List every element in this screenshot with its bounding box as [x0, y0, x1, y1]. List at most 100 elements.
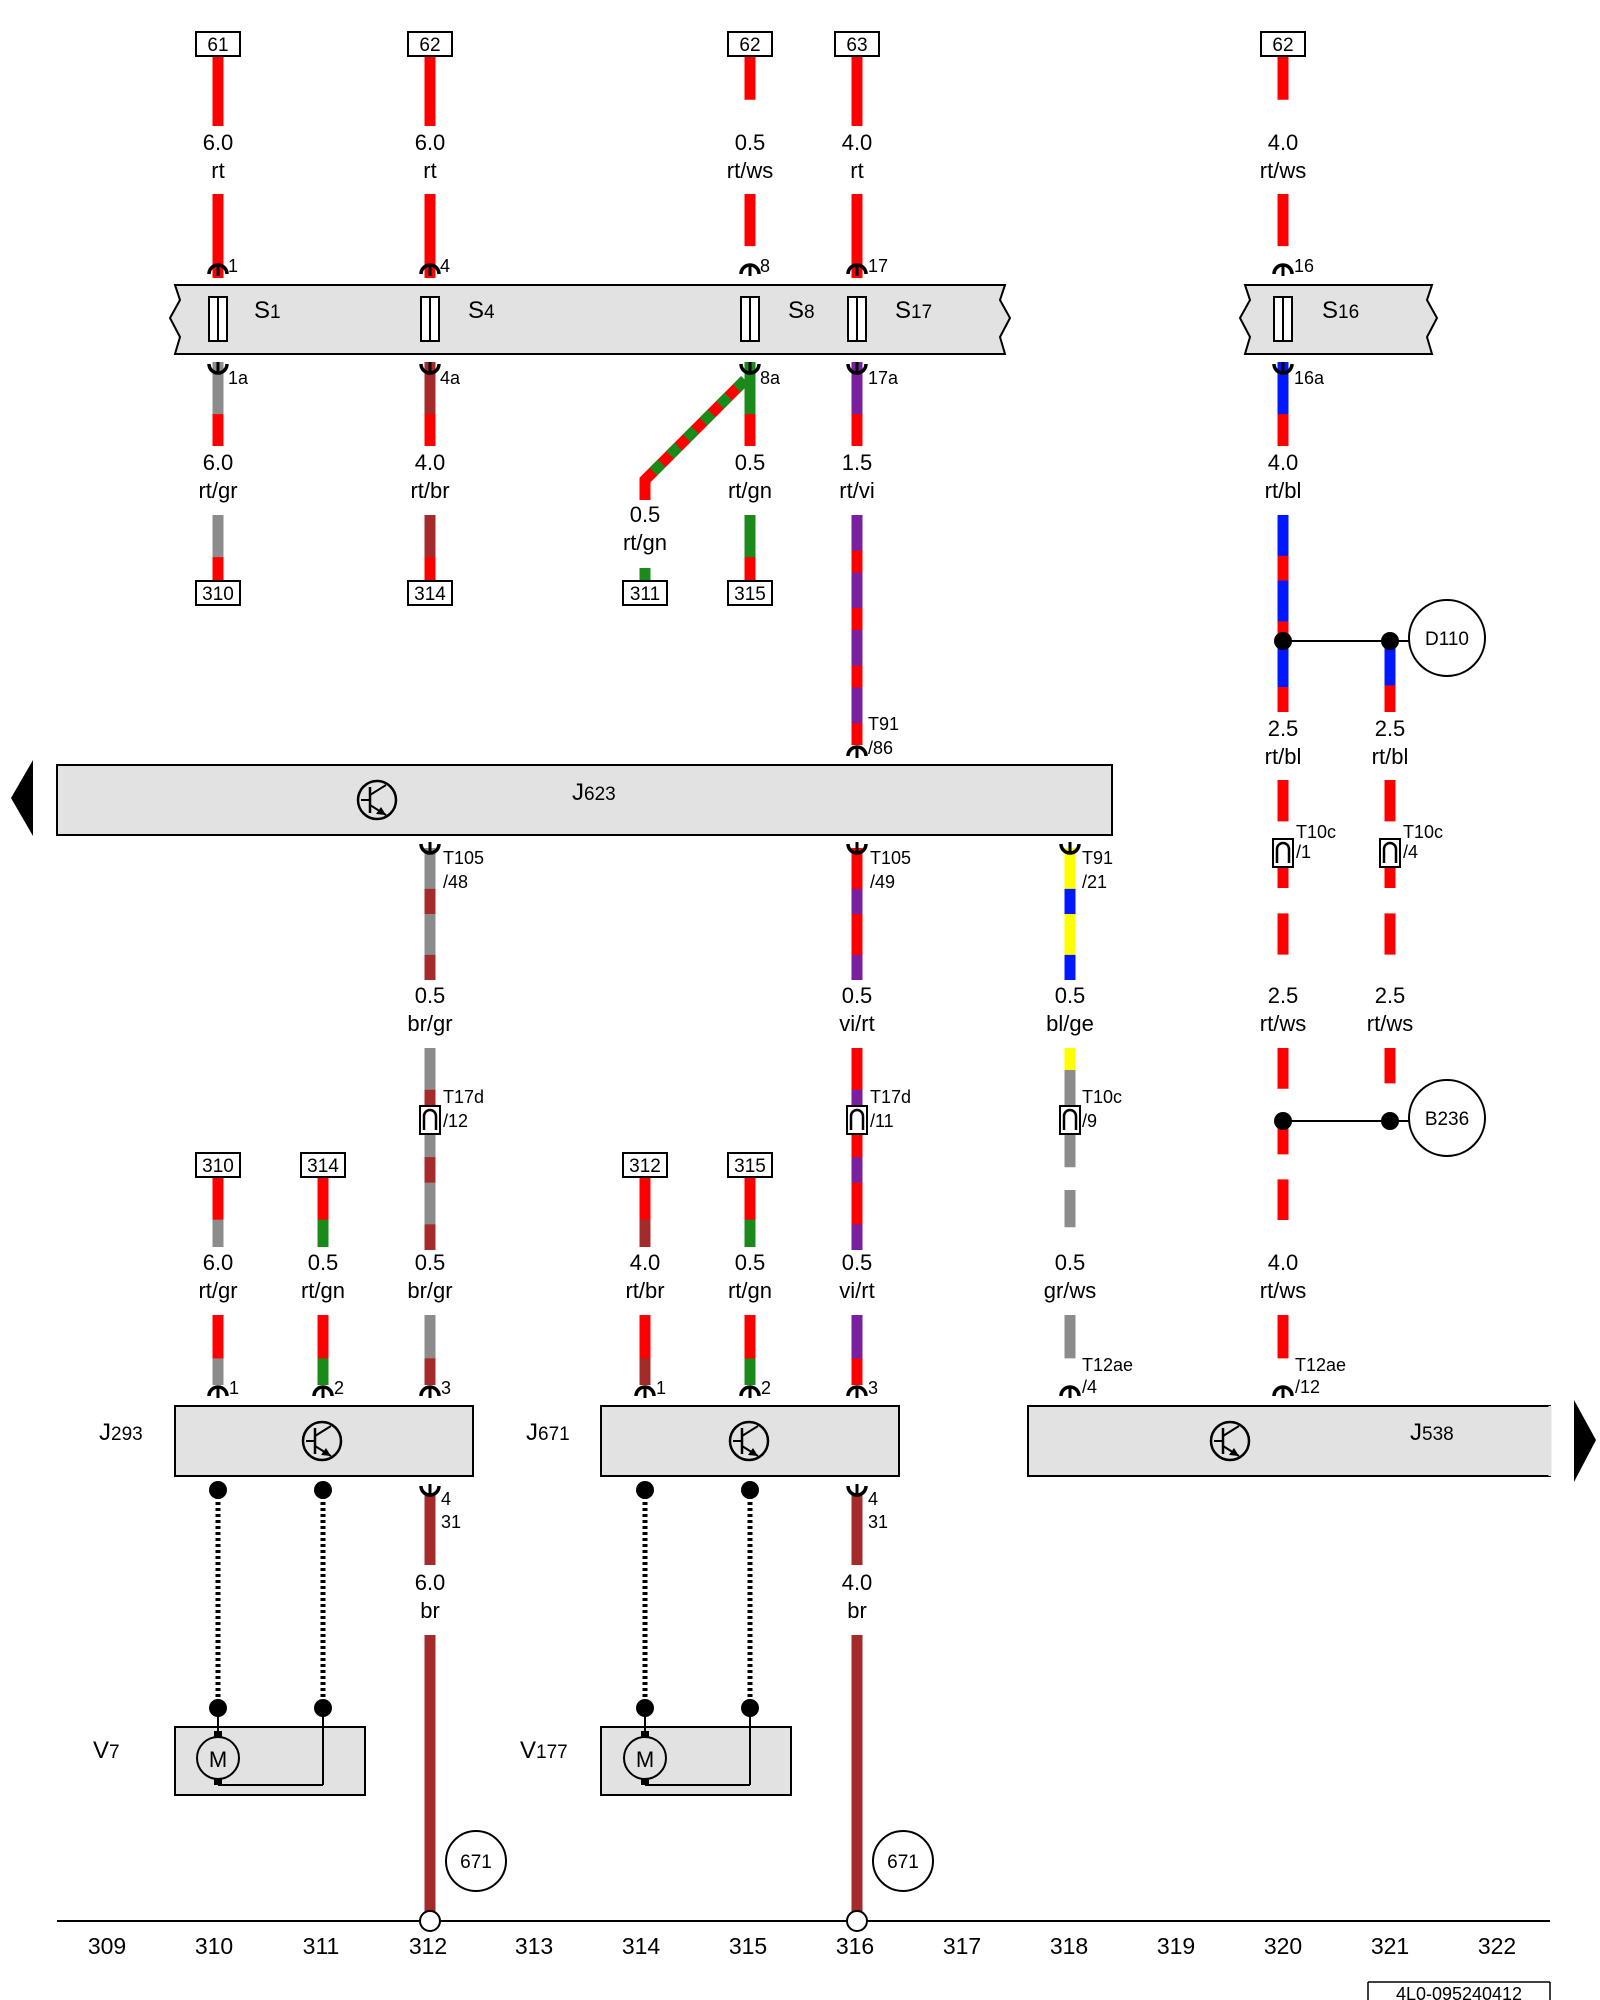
- symbols-layer: [195, 31, 1486, 1892]
- end-reference-box: [727, 580, 773, 606]
- fuse-carrier-left: [168, 284, 1012, 355]
- pin-label: 4: [868, 1489, 878, 1509]
- fuse-name: S8: [788, 297, 815, 324]
- wire-color-label: rt/ws: [1367, 1011, 1413, 1036]
- wire-size-label: 0.5: [735, 1250, 766, 1275]
- pin-label: T105: [870, 848, 911, 868]
- splice-ref-b236-circle: [1408, 1079, 1486, 1157]
- control-unit-icon-arrow: [748, 1448, 758, 1456]
- wire-stripe: [682, 426, 699, 443]
- wire-size-label: 0.5: [842, 1250, 873, 1275]
- column-number: 314: [622, 1933, 661, 1959]
- connector-pin-icon: [1062, 1108, 1078, 1130]
- splice-point: [1381, 1112, 1399, 1130]
- pin-label: /4: [1403, 842, 1418, 862]
- pin-label: 1: [656, 1378, 666, 1398]
- wire-stripe: [666, 442, 683, 459]
- wire-color-label: rt/gr: [198, 478, 237, 503]
- connector-pin-icon: [1275, 841, 1291, 863]
- column-number: 317: [943, 1933, 981, 1959]
- end-reference-box: [195, 580, 241, 606]
- continuation-arrow-left: [11, 760, 33, 836]
- control-unit-icon: [356, 779, 398, 821]
- wire-color-label: rt: [850, 158, 863, 183]
- continuation-arrow-right: [1574, 1400, 1596, 1482]
- pin-label: T17d: [443, 1087, 484, 1107]
- wire-color-label: rt: [211, 158, 224, 183]
- motor-symbol-v7: M: [209, 1747, 227, 1772]
- fuse-name: S1: [254, 297, 281, 324]
- control-unit-icon-arrow: [321, 1448, 331, 1456]
- wire-size-label: 0.5: [735, 450, 766, 475]
- motor-symbol-v177: M: [636, 1747, 654, 1772]
- pin-label: T12ae: [1082, 1355, 1133, 1375]
- pin-label: T12ae: [1295, 1355, 1346, 1375]
- component-name-j293: J293: [99, 1419, 143, 1446]
- component-name-j623: J623: [572, 779, 616, 806]
- pin-label: T10c: [1082, 1087, 1122, 1107]
- column-number: 310: [195, 1933, 233, 1959]
- splice-point: [314, 1481, 332, 1499]
- splice-point: [1381, 632, 1399, 650]
- wire-size-label: 0.5: [415, 1250, 446, 1275]
- end-reference-box: [407, 580, 453, 606]
- pin-label: 2: [761, 1378, 771, 1398]
- top-reference: 62: [739, 35, 760, 56]
- pin-label: 3: [441, 1378, 451, 1398]
- column-number: 320: [1264, 1933, 1302, 1959]
- wire-size-label: 6.0: [203, 130, 234, 155]
- end-reference-box: [195, 1152, 241, 1178]
- pin-label: T17d: [870, 1087, 911, 1107]
- control-unit-icon-collector: [741, 1425, 759, 1437]
- end-reference-box: [300, 1152, 346, 1178]
- motor-brush-icon: [214, 1731, 222, 1737]
- control-unit-icon-arrow: [1229, 1448, 1239, 1456]
- wire-size-label: 6.0: [203, 1250, 234, 1275]
- wire-size-label: 4.0: [415, 450, 446, 475]
- pin-label: 17: [868, 256, 888, 276]
- ground-ref-671: 671: [887, 1852, 919, 1873]
- pin-label: T105: [443, 848, 484, 868]
- wire-color-label: br: [420, 1598, 440, 1623]
- end-reference: 314: [307, 1156, 339, 1177]
- pin-label: /9: [1082, 1111, 1097, 1131]
- column-number: 318: [1050, 1933, 1088, 1959]
- control-unit-j538: [1027, 1405, 1551, 1477]
- control-unit-j623: [56, 764, 1113, 836]
- splice-ref-b236: B236: [1425, 1109, 1469, 1130]
- column-number: 322: [1478, 1933, 1516, 1959]
- wire-color-label: rt/gr: [198, 1278, 237, 1303]
- splice-point: [1274, 1112, 1292, 1130]
- top-reference-box: [407, 31, 453, 57]
- top-reference: 63: [846, 35, 867, 56]
- wire-color-label: rt/bl: [1265, 478, 1302, 503]
- pin-label: 16a: [1294, 368, 1325, 388]
- control-unit-icon: [728, 1420, 770, 1462]
- pin-label: T10c: [1296, 822, 1336, 842]
- wire-size-label: 6.0: [415, 130, 446, 155]
- pin-label: 3: [868, 1378, 878, 1398]
- component-name-j538: J538: [1410, 1419, 1454, 1446]
- pin-label: T91: [868, 714, 899, 734]
- pin-label: 4: [440, 256, 450, 276]
- wire-color-label: rt/bl: [1372, 744, 1409, 769]
- ground-ref-671-circle: [872, 1830, 934, 1892]
- end-reference-box: [622, 1152, 668, 1178]
- pin-label: T91: [1082, 848, 1113, 868]
- wire-stripe: [716, 392, 733, 409]
- wire-color-label: rt/br: [625, 1278, 664, 1303]
- wire-color-label: rt/bl: [1265, 744, 1302, 769]
- wire-size-label: 0.5: [630, 502, 661, 527]
- pin-label: 17a: [868, 368, 899, 388]
- wire-color-label: rt/ws: [727, 158, 773, 183]
- wire-color-label: gr/ws: [1044, 1278, 1097, 1303]
- end-reference: 310: [202, 584, 234, 605]
- wire-size-label: 0.5: [308, 1250, 339, 1275]
- wire-color-label: rt/gn: [728, 478, 772, 503]
- fuse-name: S16: [1322, 297, 1359, 324]
- wire-color-label: rt/br: [410, 478, 449, 503]
- wire-size-label: 2.5: [1375, 716, 1406, 741]
- component-name-v7: V7: [93, 1737, 120, 1764]
- wire-color-label: rt: [423, 158, 436, 183]
